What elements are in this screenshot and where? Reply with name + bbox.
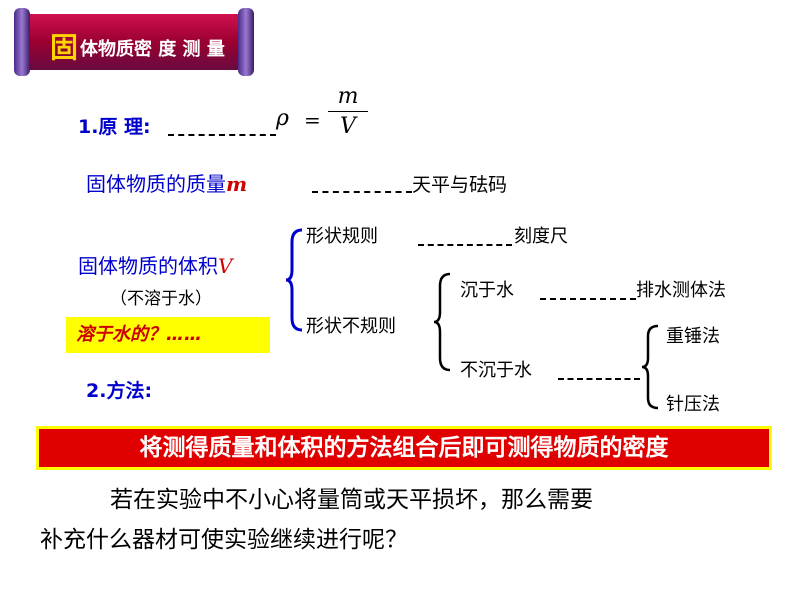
irregular-shape-label: 形状不规则	[306, 316, 396, 337]
float-label: 不沉于水	[460, 360, 532, 381]
mass-label: 固体物质的质量m	[86, 168, 247, 197]
fraction-bar	[328, 111, 368, 112]
dissolve-highlight: 溶于水的？……	[66, 317, 270, 353]
page-title: 固体物质密 度 测 量	[50, 28, 225, 68]
volume-label: 固体物质的体积V	[78, 250, 232, 279]
title-banner: 固体物质密 度 测 量	[14, 8, 254, 76]
mass-label-text: 固体物质的质量	[86, 172, 226, 196]
mass-dash	[312, 181, 412, 200]
sink-dash	[540, 288, 636, 307]
mass-symbol: m	[226, 172, 248, 196]
title-rest: 体物质密 度 测 量	[80, 39, 225, 60]
density-fraction: m V	[328, 84, 368, 139]
rho-symbol: ρ	[276, 106, 289, 131]
float-method-1: 重锤法	[666, 326, 720, 347]
regular-dash	[418, 234, 512, 253]
principle-label: 1.原 理:	[78, 116, 151, 138]
title-first-char: 固	[50, 31, 79, 64]
mass-tool: 天平与砝码	[412, 174, 508, 196]
fraction-numerator: m	[337, 84, 359, 109]
summary-text: 将测得质量和体积的方法组合后即可测得物质的密度	[39, 429, 769, 467]
volume-symbol: V	[218, 254, 233, 278]
volume-brace-icon	[285, 228, 303, 332]
method-label: 2.方法:	[86, 380, 153, 402]
principle-dash	[168, 124, 276, 143]
regular-shape-label: 形状规则	[306, 226, 378, 247]
fraction-denominator: V	[340, 114, 356, 139]
sink-method: 排水测体法	[636, 280, 726, 301]
volume-label-text: 固体物质的体积	[78, 254, 218, 278]
scroll-icon	[14, 8, 254, 76]
equals-sign: =	[304, 108, 321, 132]
regular-shape-tool: 刻度尺	[514, 226, 568, 247]
question-line-1: 若在实验中不小心将量筒或天平损坏，那么需要	[110, 487, 593, 513]
float-brace-icon	[641, 324, 659, 410]
question-paragraph: 若在实验中不小心将量筒或天平损坏，那么需要 补充什么器材可使实验继续进行呢？	[40, 480, 780, 560]
float-method-2: 针压法	[666, 394, 720, 415]
summary-banner: 将测得质量和体积的方法组合后即可测得物质的密度	[36, 426, 772, 470]
dissolve-label: 溶于水的？……	[76, 324, 202, 345]
sink-label: 沉于水	[460, 280, 514, 301]
volume-note: （不溶于水）	[110, 289, 212, 309]
question-line-2: 补充什么器材可使实验继续进行呢？	[40, 527, 408, 553]
float-dash	[558, 368, 640, 387]
irregular-brace-icon	[433, 272, 451, 372]
